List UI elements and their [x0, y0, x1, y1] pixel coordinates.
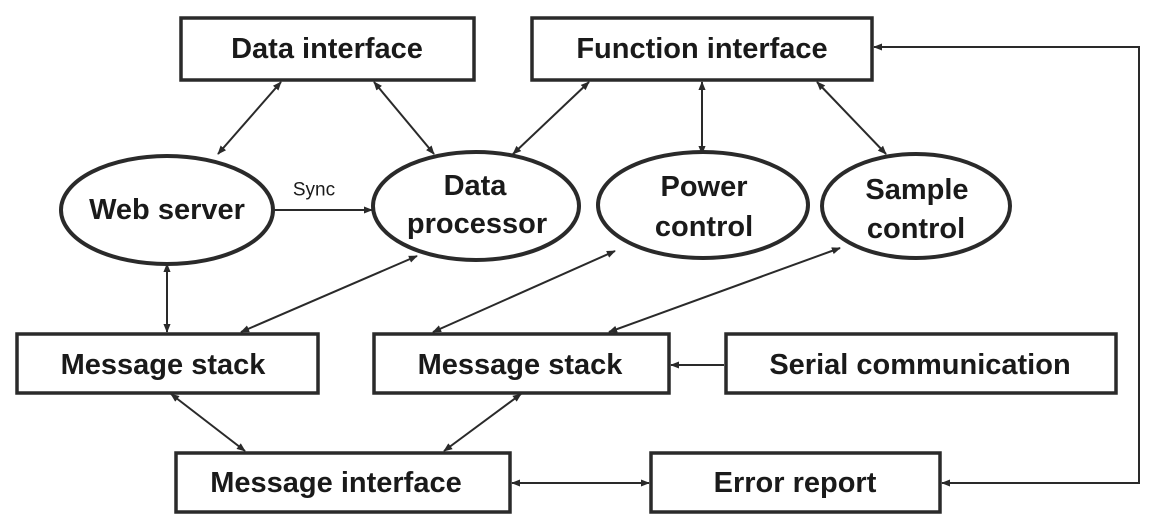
node-data-processor: Data processor [371, 150, 581, 262]
sync-label: Sync [293, 180, 335, 201]
function-interface-label: Function interface [576, 33, 827, 65]
web-server-label: Web server [89, 194, 245, 226]
node-web-server: Web server [59, 154, 275, 266]
edges: Sync [163, 43, 1140, 487]
node-power-control: Power control [596, 150, 810, 260]
serial-communication-label: Serial communication [769, 349, 1070, 381]
edge-web-server-data-interface [217, 81, 282, 155]
edge-error-report-function-interface [873, 43, 1140, 487]
message-stack-left-label: Message stack [61, 349, 267, 381]
data-processor-label-line2: processor [407, 208, 547, 240]
edge-data-processor-message-stack-left [240, 255, 418, 333]
node-serial-communication: Serial communication [724, 332, 1118, 395]
power-control-label-line1: Power [660, 171, 747, 203]
node-sample-control: Sample control [820, 152, 1012, 260]
node-message-stack-left: Message stack [15, 332, 320, 395]
node-data-interface: Data interface [179, 16, 476, 82]
edge-data-interface-data-processor [373, 81, 435, 155]
error-report-label: Error report [714, 467, 877, 499]
power-control-label-line2: control [655, 211, 753, 243]
edge-power-control-message-stack-right [432, 250, 616, 333]
message-stack-right-label: Message stack [418, 349, 624, 381]
data-processor-label-line1: Data [444, 170, 508, 202]
edge-message-stack-right-message-interface [443, 393, 522, 452]
sample-control-label-line2: control [867, 213, 965, 245]
data-interface-label: Data interface [231, 33, 423, 65]
node-message-stack-right: Message stack [372, 332, 671, 395]
node-function-interface: Function interface [530, 16, 874, 82]
message-interface-label: Message interface [210, 467, 461, 499]
sample-control-label-line1: Sample [865, 174, 968, 206]
edge-data-processor-function-interface [512, 81, 590, 155]
node-error-report: Error report [649, 451, 942, 514]
edge-message-stack-left-message-interface [170, 393, 246, 452]
edge-function-interface-sample-control [816, 81, 887, 155]
node-message-interface: Message interface [174, 451, 512, 514]
edge-sample-control-message-stack-right [608, 247, 841, 333]
